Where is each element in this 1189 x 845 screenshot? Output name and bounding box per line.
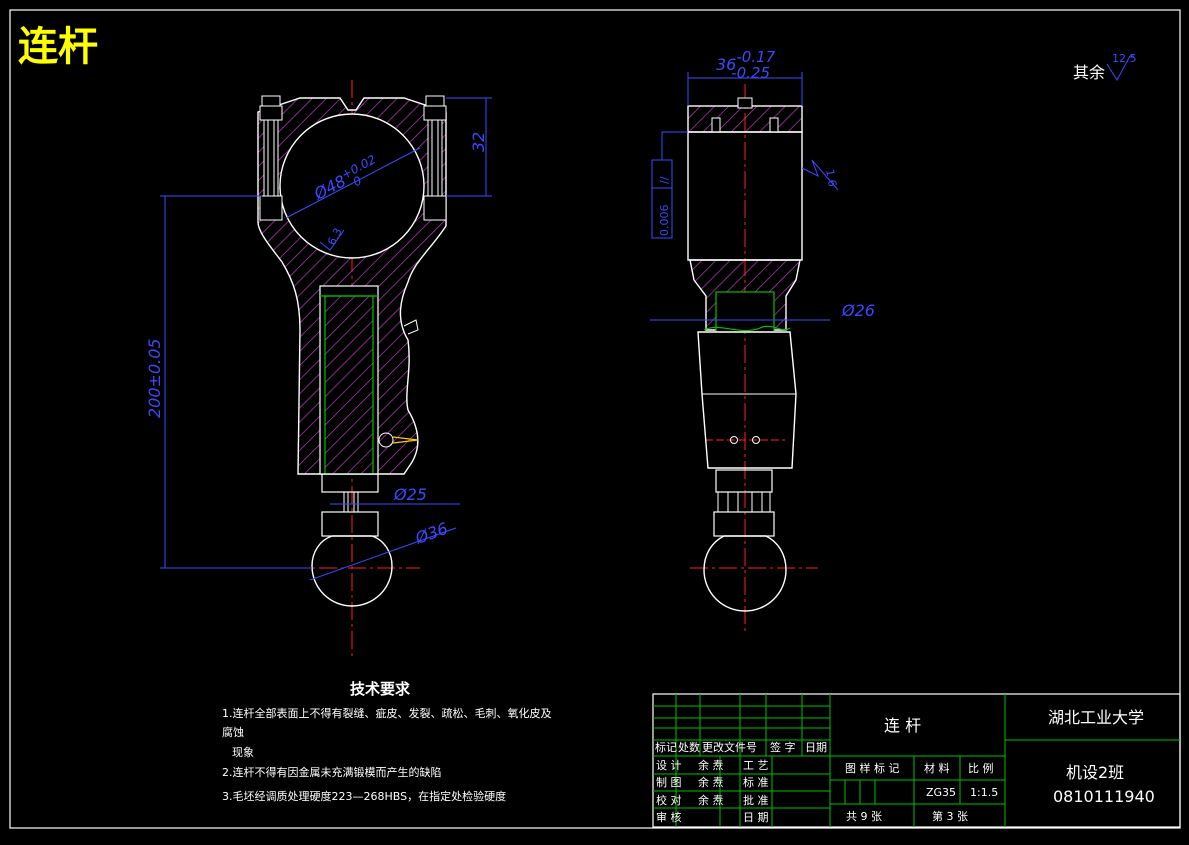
rev-header-count: 处数 — [678, 741, 700, 754]
ball-end — [311, 535, 393, 607]
role-check: 校 对 — [656, 793, 682, 807]
tech-line-3: 现象 — [232, 746, 254, 759]
student-id: 0810111940 — [1053, 787, 1155, 806]
dim-height-32: 32 — [469, 132, 488, 152]
front-view: Ø48+0.020 32 200±0.05 Ø25 Ø36 6.3 — [145, 80, 492, 660]
dim-dia36: Ø36 — [412, 519, 450, 548]
material-header: 材 料 — [924, 761, 950, 775]
role-approve: 批 准 — [743, 793, 769, 807]
tech-line-1: 1.连杆全部表面上不得有裂缝、疵皮、发裂、疏松、毛刺、氧化皮及 — [222, 706, 552, 720]
title-block: 标记 处数 更改文件号 签 字 日期 设 计 余 焘 工 艺 制 图 余 焘 标… — [652, 693, 1181, 828]
side-view: 36-0.17-0.25 Ø26 // 0.006 1.6 — [650, 48, 875, 634]
sheet-border — [9, 9, 1181, 829]
right-bolt — [423, 95, 447, 221]
side-roughness: 1.6 — [823, 168, 839, 187]
role-review: 审 核 — [656, 810, 682, 824]
tech-line-2: 腐蚀 — [222, 725, 244, 739]
rev-header-date: 日期 — [805, 741, 827, 754]
parallelism-symbol: // — [658, 176, 671, 184]
rev-header-mark: 标记 — [655, 740, 677, 754]
mark-header: 图 样 标 记 — [845, 761, 900, 775]
role-date: 日 期 — [743, 811, 769, 824]
role-process: 工 艺 — [743, 759, 769, 772]
surface-note-value: 12.5 — [1112, 52, 1137, 65]
tech-line-5: 3.毛坯经调质处理硬度223—268HBS，在指定处检验硬度 — [222, 789, 506, 803]
sheets-total: 共 9 张 — [846, 810, 882, 823]
university-name: 湖北工业大学 — [1048, 708, 1144, 727]
dim-width: 36-0.17-0.25 — [716, 48, 776, 82]
dim-length: 200±0.05 — [145, 338, 164, 418]
rev-header-sign: 签 字 — [770, 740, 796, 754]
parallelism-value: 0.006 — [658, 205, 671, 237]
side-ball-end — [703, 535, 787, 612]
class-name: 机设2班 — [1066, 763, 1124, 782]
side-cap — [687, 105, 803, 133]
scale-value: 1:1.5 — [970, 786, 998, 799]
dim-dia25: Ø25 — [393, 485, 427, 504]
tech-line-4: 2.连杆不得有因金属未充满锻模而产生的缺陷 — [222, 765, 442, 779]
dim-dia26: Ø26 — [841, 301, 875, 320]
name-check: 余 焘 — [698, 793, 724, 807]
name-draw: 余 焘 — [698, 775, 724, 789]
big-end-bore — [279, 113, 425, 259]
sheet-number: 第 3 张 — [932, 809, 968, 823]
tech-heading: 技术要求 — [350, 680, 411, 698]
role-standard: 标 准 — [743, 775, 769, 789]
material-value: ZG35 — [926, 786, 956, 799]
role-design: 设 计 — [656, 759, 682, 772]
tech-requirements: 技术要求 1.连杆全部表面上不得有裂缝、疵皮、发裂、疏松、毛刺、氧化皮及 腐蚀 … — [222, 680, 552, 803]
name-design: 余 焘 — [698, 758, 724, 772]
rev-header-file: 更改文件号 — [702, 740, 757, 754]
role-draw: 制 图 — [656, 776, 682, 789]
oil-hole — [378, 432, 394, 448]
left-bolt — [259, 95, 283, 221]
surface-note: 其余 12.5 — [1073, 52, 1137, 82]
drawing-title: 连杆 — [18, 24, 98, 70]
side-lower-body — [697, 331, 797, 469]
scale-header: 比 例 — [968, 761, 994, 775]
part-name: 连 杆 — [884, 716, 921, 735]
surface-note-label: 其余 — [1073, 63, 1105, 82]
